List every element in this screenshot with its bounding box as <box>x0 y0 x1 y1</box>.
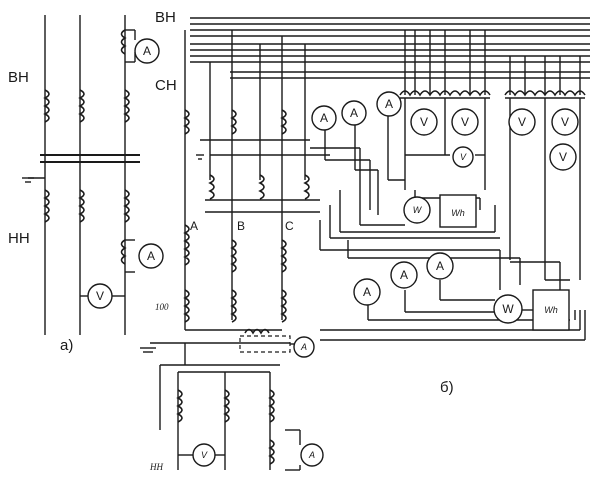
ground-symbol-right <box>140 154 204 353</box>
ammeter-b1: A <box>311 105 337 131</box>
part-b-verticals <box>184 30 306 330</box>
wattmeter-lower: W <box>493 294 523 324</box>
neutral-ct-group <box>239 328 295 353</box>
label-mv-right: СН <box>155 77 177 94</box>
voltmeter-b3: V <box>508 108 536 136</box>
svg-text:V: V <box>420 115 428 129</box>
label-part-b: б) <box>440 379 454 396</box>
label-100: 100 <box>155 302 169 312</box>
svg-text:A: A <box>385 97 393 111</box>
energy-meter-lower: Wh <box>532 289 570 331</box>
hv-winding-coils <box>43 89 130 123</box>
svg-text:V: V <box>201 450 208 460</box>
svg-text:Wh: Wh <box>451 208 465 218</box>
label-phase-c: C <box>285 219 294 233</box>
svg-text:A: A <box>320 111 328 125</box>
svg-text:Wh: Wh <box>544 305 558 315</box>
label-hn-bottom: НН <box>149 462 163 472</box>
voltmeter-b1: V <box>410 108 438 136</box>
part-a-circuit <box>22 15 140 335</box>
svg-text:A: A <box>308 450 315 460</box>
ammeter-b5: A <box>390 261 418 289</box>
svg-text:W: W <box>413 205 423 215</box>
label-lv-left: НН <box>8 230 30 247</box>
svg-text:W: W <box>502 302 514 316</box>
wattmeter-upper: W <box>403 196 431 224</box>
part-b-main-windings <box>183 224 287 323</box>
voltmeter-b5: V <box>549 143 577 171</box>
label-hv-left: ВН <box>8 69 29 86</box>
svg-text:A: A <box>350 106 358 120</box>
svg-text:A: A <box>400 268 408 282</box>
label-hv-right: ВН <box>155 9 176 26</box>
part-b-interconnects <box>150 139 330 344</box>
ground-symbol-left <box>22 177 45 183</box>
upper-meter-wiring <box>310 115 500 239</box>
lv-winding-coils <box>43 189 130 223</box>
label-part-a: а) <box>60 337 73 354</box>
ammeter-b2: A <box>341 100 367 126</box>
voltmeter-a: V <box>87 283 113 309</box>
svg-text:V: V <box>461 115 469 129</box>
ammeter-a-bottom: A <box>138 243 164 269</box>
label-phase-b: B <box>237 219 245 233</box>
voltmeter-b4: V <box>551 108 579 136</box>
part-b-busbars <box>190 17 590 79</box>
svg-text:V: V <box>518 115 526 129</box>
svg-text:A: A <box>143 44 151 58</box>
lv-transformer-bottom <box>159 343 301 471</box>
ammeter-b3: A <box>376 91 402 117</box>
ammeter-b4: A <box>353 278 381 306</box>
ammeter-neutral: A <box>293 336 315 358</box>
voltmeter-b2: V <box>451 108 479 136</box>
svg-text:V: V <box>460 152 467 162</box>
ammeter-a-top: A <box>134 38 160 64</box>
svg-text:V: V <box>559 150 567 164</box>
ammeter-b6: A <box>426 252 454 280</box>
svg-text:A: A <box>147 249 155 263</box>
ammeter-bottom: A <box>300 443 324 467</box>
svg-text:V: V <box>561 115 569 129</box>
svg-text:V: V <box>96 289 104 303</box>
part-b-hv-cts <box>183 109 310 200</box>
label-phase-a: A <box>190 219 198 233</box>
svg-text:A: A <box>436 259 444 273</box>
svg-text:A: A <box>300 342 307 352</box>
svg-text:A: A <box>363 285 371 299</box>
energy-meter-upper: Wh <box>439 194 477 228</box>
voltmeter-bottom: V <box>192 443 216 467</box>
voltmeter-small: V <box>452 146 474 168</box>
